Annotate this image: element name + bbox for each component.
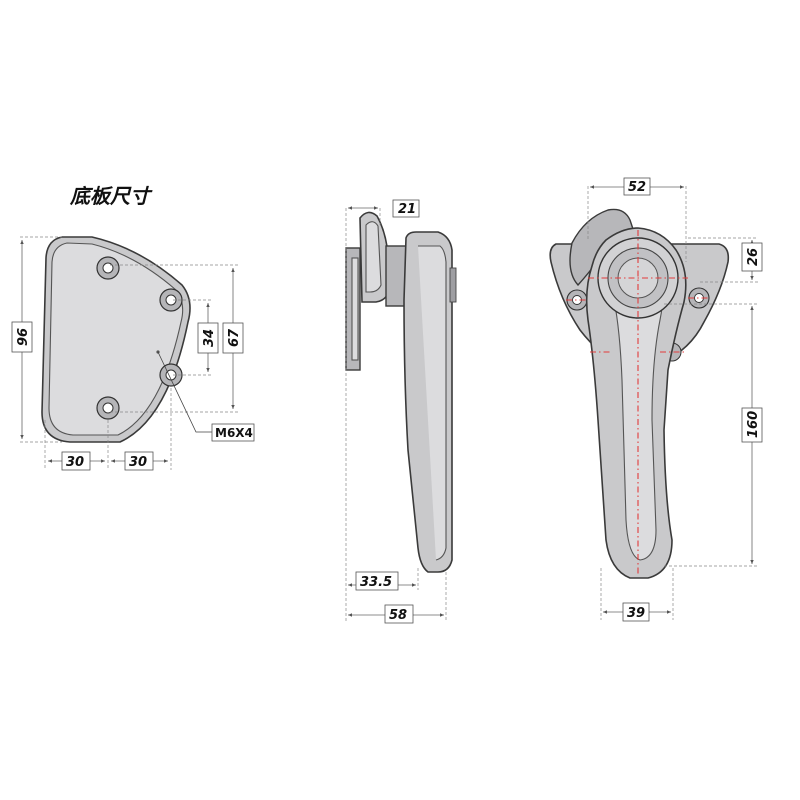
dim-front-bottom-width: 39 [627,606,645,621]
dim-front-top-width: 52 [628,180,646,195]
base-plate-inner-edge [48,242,184,436]
dim-small-spacing: 34 [202,329,217,347]
dim-side-mid: 33.5 [360,575,392,590]
dim-bottom-left: 30 [66,455,84,470]
dim-front-length: 160 [746,411,761,438]
front-hole-right [688,287,710,309]
dim-side-overall: 58 [389,608,407,623]
front-view: 52 26 160 39 [549,177,763,622]
side-view: 21 33.5 58 [345,199,457,624]
mounting-hole-top-left [96,256,120,280]
dim-front-top-height: 26 [746,248,761,266]
mounting-hole-right-lower [159,363,183,387]
dim-hole-spacing: 67 [227,328,242,347]
thread-callout: M6X4 [215,426,253,440]
dim-bottom-right: 30 [129,455,147,470]
dim-side-top: 21 [398,202,416,217]
base-plate-view: 96 67 34 30 30 M6X4 [11,236,255,471]
drawing-title: 底板尺寸 [69,184,153,208]
mounting-hole-bottom-left [96,396,120,420]
dim-plate-height: 96 [16,328,31,346]
